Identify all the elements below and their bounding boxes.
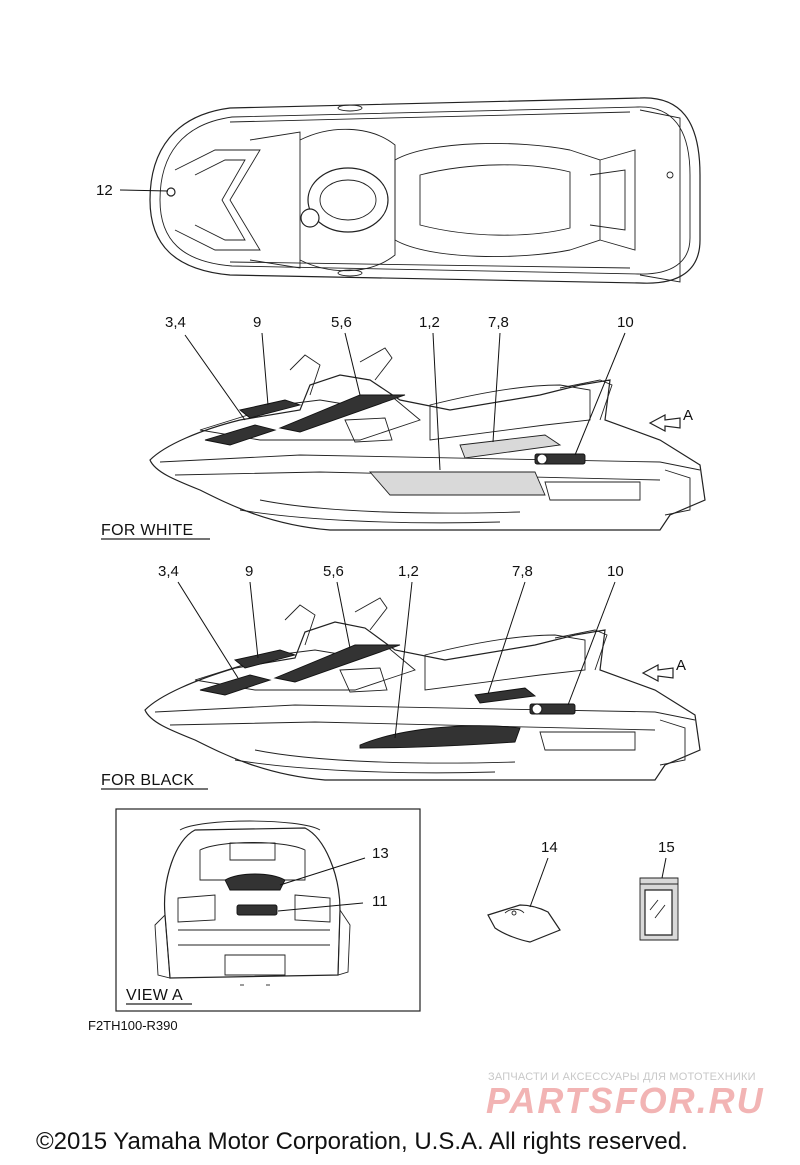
callout-black-12: 1,2 (398, 563, 419, 580)
side-view-white (149, 347, 706, 531)
leader-view-11 (277, 902, 364, 912)
top-view-watercraft (149, 97, 701, 284)
leader-white-10 (574, 332, 626, 456)
leader-white-34 (184, 334, 246, 421)
side-view-black (144, 597, 701, 781)
leader-black-34 (177, 581, 239, 679)
callout-13: 13 (372, 845, 389, 862)
watermark-brand: PARTSFOR.RU (486, 1080, 765, 1121)
leader-view-13 (279, 857, 366, 886)
leader-black-12 (394, 581, 413, 739)
leader-14 (529, 857, 549, 908)
leader-black-78 (487, 581, 526, 695)
callout-white-12: 1,2 (419, 314, 440, 331)
leader-white-9 (261, 332, 269, 406)
leader-black-56 (336, 581, 351, 649)
diagram-code: F2TH100-R390 (88, 1018, 178, 1033)
leader-15 (661, 857, 667, 879)
callout-11: 11 (372, 893, 388, 910)
leader-white-78 (492, 332, 501, 443)
watermark-tagline: ЗАПЧАСТИ И АКСЕССУАРЫ ДЛЯ МОТОТЕХНИКИ (488, 1071, 756, 1083)
callout-black-10: 10 (607, 563, 624, 580)
caption-view-a: VIEW A (126, 987, 183, 1004)
callout-14: 14 (541, 839, 558, 856)
rear-view-watercraft (154, 820, 351, 986)
callout-white-10: 10 (617, 314, 634, 331)
callout-white-34: 3,4 (165, 314, 186, 331)
caption-for-white: FOR WHITE (101, 522, 193, 539)
leader-black-9 (249, 581, 259, 659)
callout-black-56: 5,6 (323, 563, 344, 580)
callout-15: 15 (658, 839, 675, 856)
item-14-pouch (487, 904, 561, 943)
callout-black-34: 3,4 (158, 563, 179, 580)
leader-white-12 (432, 332, 441, 471)
arrow-a-white (648, 414, 681, 432)
callout-white-9: 9 (253, 314, 261, 331)
callout-black-9: 9 (245, 563, 253, 580)
view-a-frame (115, 808, 421, 1012)
copyright-notice: ©2015 Yamaha Motor Corporation, U.S.A. A… (36, 1128, 688, 1155)
item-15-card (639, 877, 679, 941)
callout-12: 12 (96, 182, 113, 199)
callout-a-white: A (683, 407, 693, 424)
callout-black-78: 7,8 (512, 563, 533, 580)
callout-white-56: 5,6 (331, 314, 352, 331)
leader-white-56 (344, 332, 361, 396)
caption-for-black: FOR BLACK (101, 772, 194, 789)
arrow-a-black (641, 664, 674, 682)
leader-black-10 (567, 581, 616, 706)
callout-white-78: 7,8 (488, 314, 509, 331)
leader-12 (119, 189, 169, 192)
callout-a-black: A (676, 657, 686, 674)
